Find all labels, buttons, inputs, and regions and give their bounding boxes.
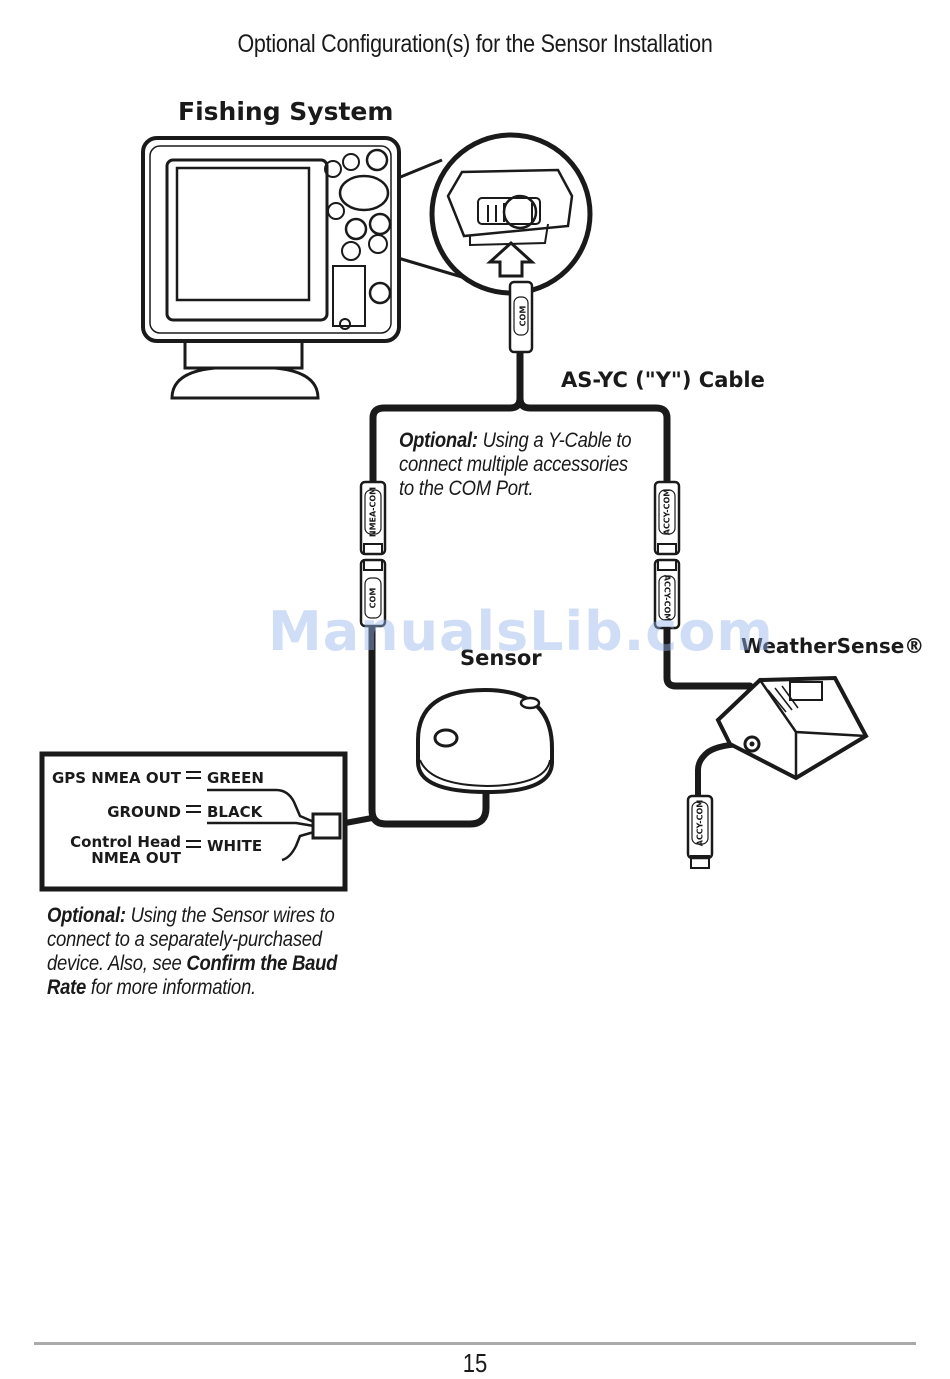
svg-text:NMEA-COM: NMEA-COM [369,487,378,537]
wire-signal-control-head-1: Control Head [70,833,181,851]
wire-color-white: WHITE [207,837,262,855]
y-cable-note: Optional: Using a Y-Cable to connect mul… [399,429,632,500]
com-port-closeup [429,132,593,296]
svg-text:ACCY-COM: ACCY-COM [663,575,672,622]
connector-weathersense-accy-com: ACCY-COM [653,558,681,630]
wire-signal-ground: GROUND [107,803,181,821]
y-cable-label: AS-YC ("Y") Cable [561,368,765,392]
svg-text:ACCY-COM: ACCY-COM [663,489,672,536]
wire-signal-gps-nmea-out: GPS NMEA OUT [52,769,182,787]
footer-rule [34,1342,916,1345]
page-title: Optional Configuration(s) for the Sensor… [237,30,713,58]
svg-text:COM: COM [519,306,528,327]
connector-nmea-com: NMEA-COM [359,480,387,556]
baud-rate-reference: Confirm the Baud Rate [47,952,338,999]
weathersense-label: WeatherSense® [741,634,924,658]
weathersense-device [715,675,869,781]
watermark: ManualsLib.com [268,600,774,663]
insert-arrow-icon [486,240,536,278]
svg-text:COM: COM [369,588,378,609]
sensor-label: Sensor [460,646,542,670]
connector-head-com: COM [508,280,534,354]
connector-y-accy-com: ACCY-COM [653,480,681,556]
wire-color-black: BLACK [207,803,264,821]
fishing-system-unit [141,136,401,400]
sensor-wiring-table: GPS NMEA OUT GROUND Control Head NMEA OU… [39,751,348,892]
connector-sensor-com: COM [359,558,387,628]
connector-weathersense-out-accy-com: ACCY-COM [686,794,714,869]
zoom-callout-lines [397,158,463,279]
sensor-wires-note: Optional: Using the Sensor wires to conn… [47,904,338,999]
svg-text:ACCY-COM: ACCY-COM [696,800,705,847]
sensor-device [416,687,554,795]
fishing-system-label: Fishing System [178,97,393,126]
wire-color-green: GREEN [207,769,264,787]
page-number: 15 [462,1348,488,1378]
wire-signal-control-head-2: NMEA OUT [91,849,181,867]
